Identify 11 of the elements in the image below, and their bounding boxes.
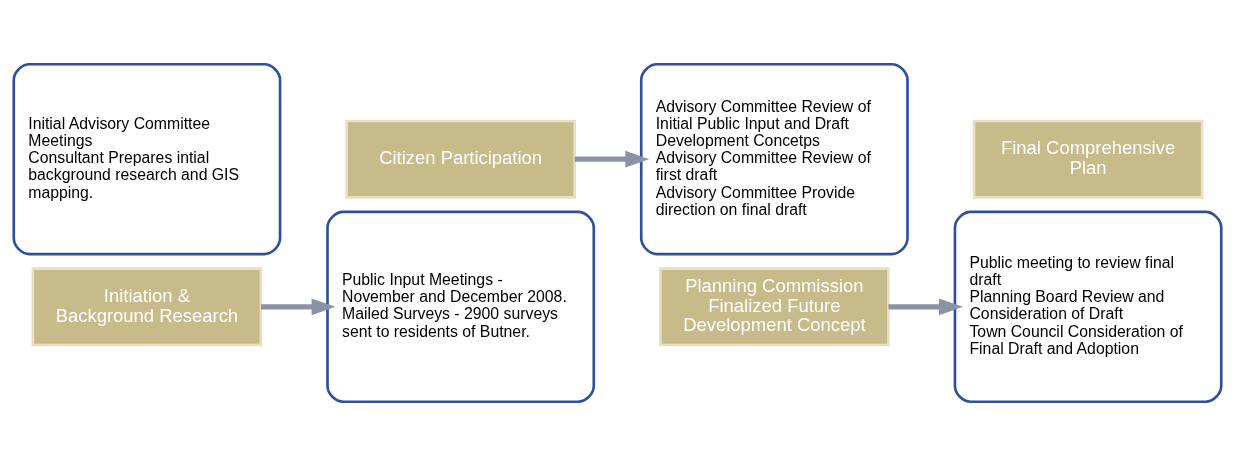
arrow — [888, 298, 963, 315]
node-box: Initiation & Background Research — [31, 266, 263, 346]
node-box: Advisory Committee Review of Initial Public Input and Draft Development Concetps Advisory Committee Review of first draft Advisory Committee Provide direction on final draft — [639, 62, 909, 255]
node-box: Initial Advisory Committee Meetings Consultant Prepares intial background research and GIS mapping. — [12, 62, 282, 255]
node-box: Public Input Meetings - November and December 2008. Mailed Surveys - 2900 surveys sent to residents of Butner. — [326, 210, 596, 403]
node-box: Final Comprehensive Plan — [972, 119, 1204, 199]
arrow — [261, 298, 336, 315]
arrow — [574, 150, 650, 167]
node-box: Public meeting to review final draft Planning Board Review and Consideration of Draft Town Council Consideration of Final Draft and Adoption — [953, 210, 1223, 403]
node-box: Citizen Participation — [345, 119, 576, 199]
node-box: Planning Commission Finalized Future Development Concept — [659, 266, 890, 346]
